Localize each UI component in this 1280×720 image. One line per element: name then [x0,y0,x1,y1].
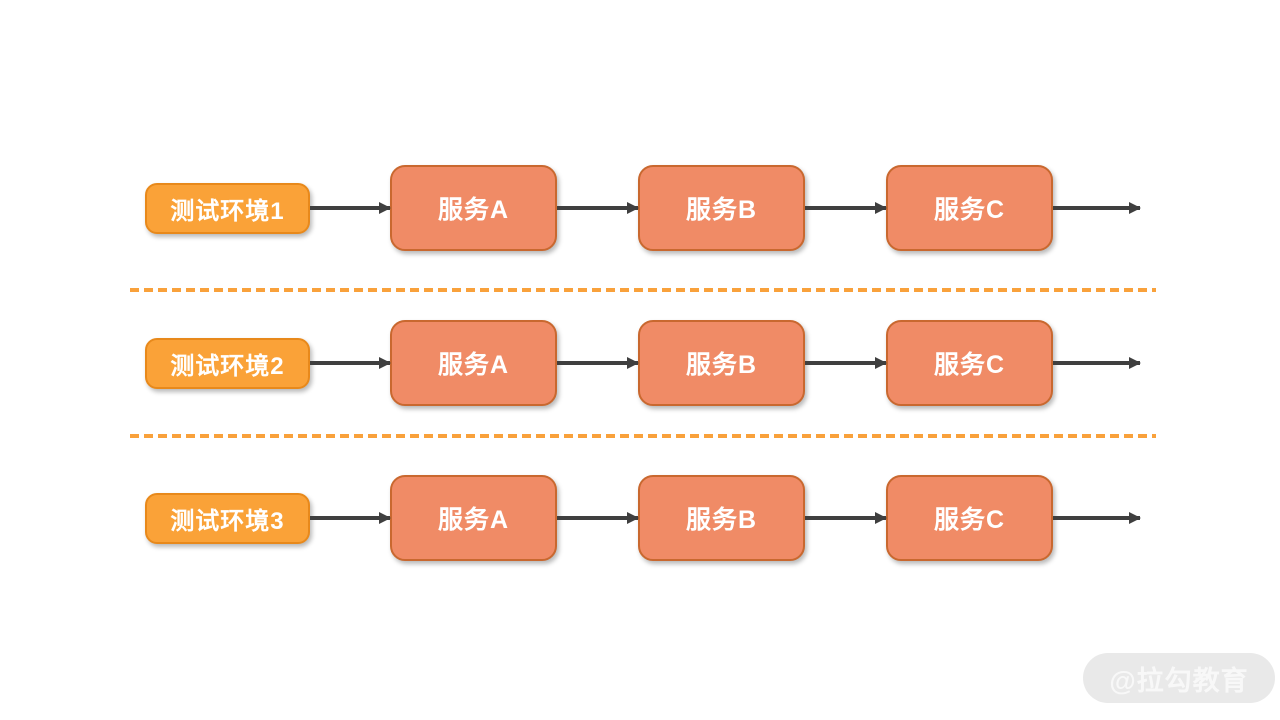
flow-row-1: 测试环境1 服务A 服务B 服务C [145,165,1140,251]
arrow-right-icon [1053,516,1140,520]
arrow-right-icon [1053,206,1140,210]
dashed-separator [130,288,1156,292]
arrow-right-icon [805,206,886,210]
arrow-right-icon [805,361,886,365]
arrow-right-icon [805,516,886,520]
service-box-c: 服务C [886,475,1053,561]
service-box-b: 服务B [638,165,805,251]
env-box-1: 测试环境1 [145,182,310,234]
env-box-2: 测试环境2 [145,337,310,389]
service-box-a: 服务A [390,320,557,406]
service-box-c: 服务C [886,320,1053,406]
service-box-b: 服务B [638,320,805,406]
flow-row-2: 测试环境2 服务A 服务B 服务C [145,320,1140,406]
service-box-b: 服务B [638,475,805,561]
service-box-a: 服务A [390,165,557,251]
flow-row-3: 测试环境3 服务A 服务B 服务C [145,475,1140,561]
env-box-3: 测试环境3 [145,492,310,544]
arrow-right-icon [310,516,390,520]
watermark-badge: @拉勾教育 [1083,653,1275,703]
arrow-right-icon [557,361,638,365]
arrow-right-icon [557,516,638,520]
arrow-right-icon [310,206,390,210]
arrow-right-icon [310,361,390,365]
arrow-right-icon [1053,361,1140,365]
service-box-a: 服务A [390,475,557,561]
arrow-right-icon [557,206,638,210]
dashed-separator [130,434,1156,438]
service-box-c: 服务C [886,165,1053,251]
